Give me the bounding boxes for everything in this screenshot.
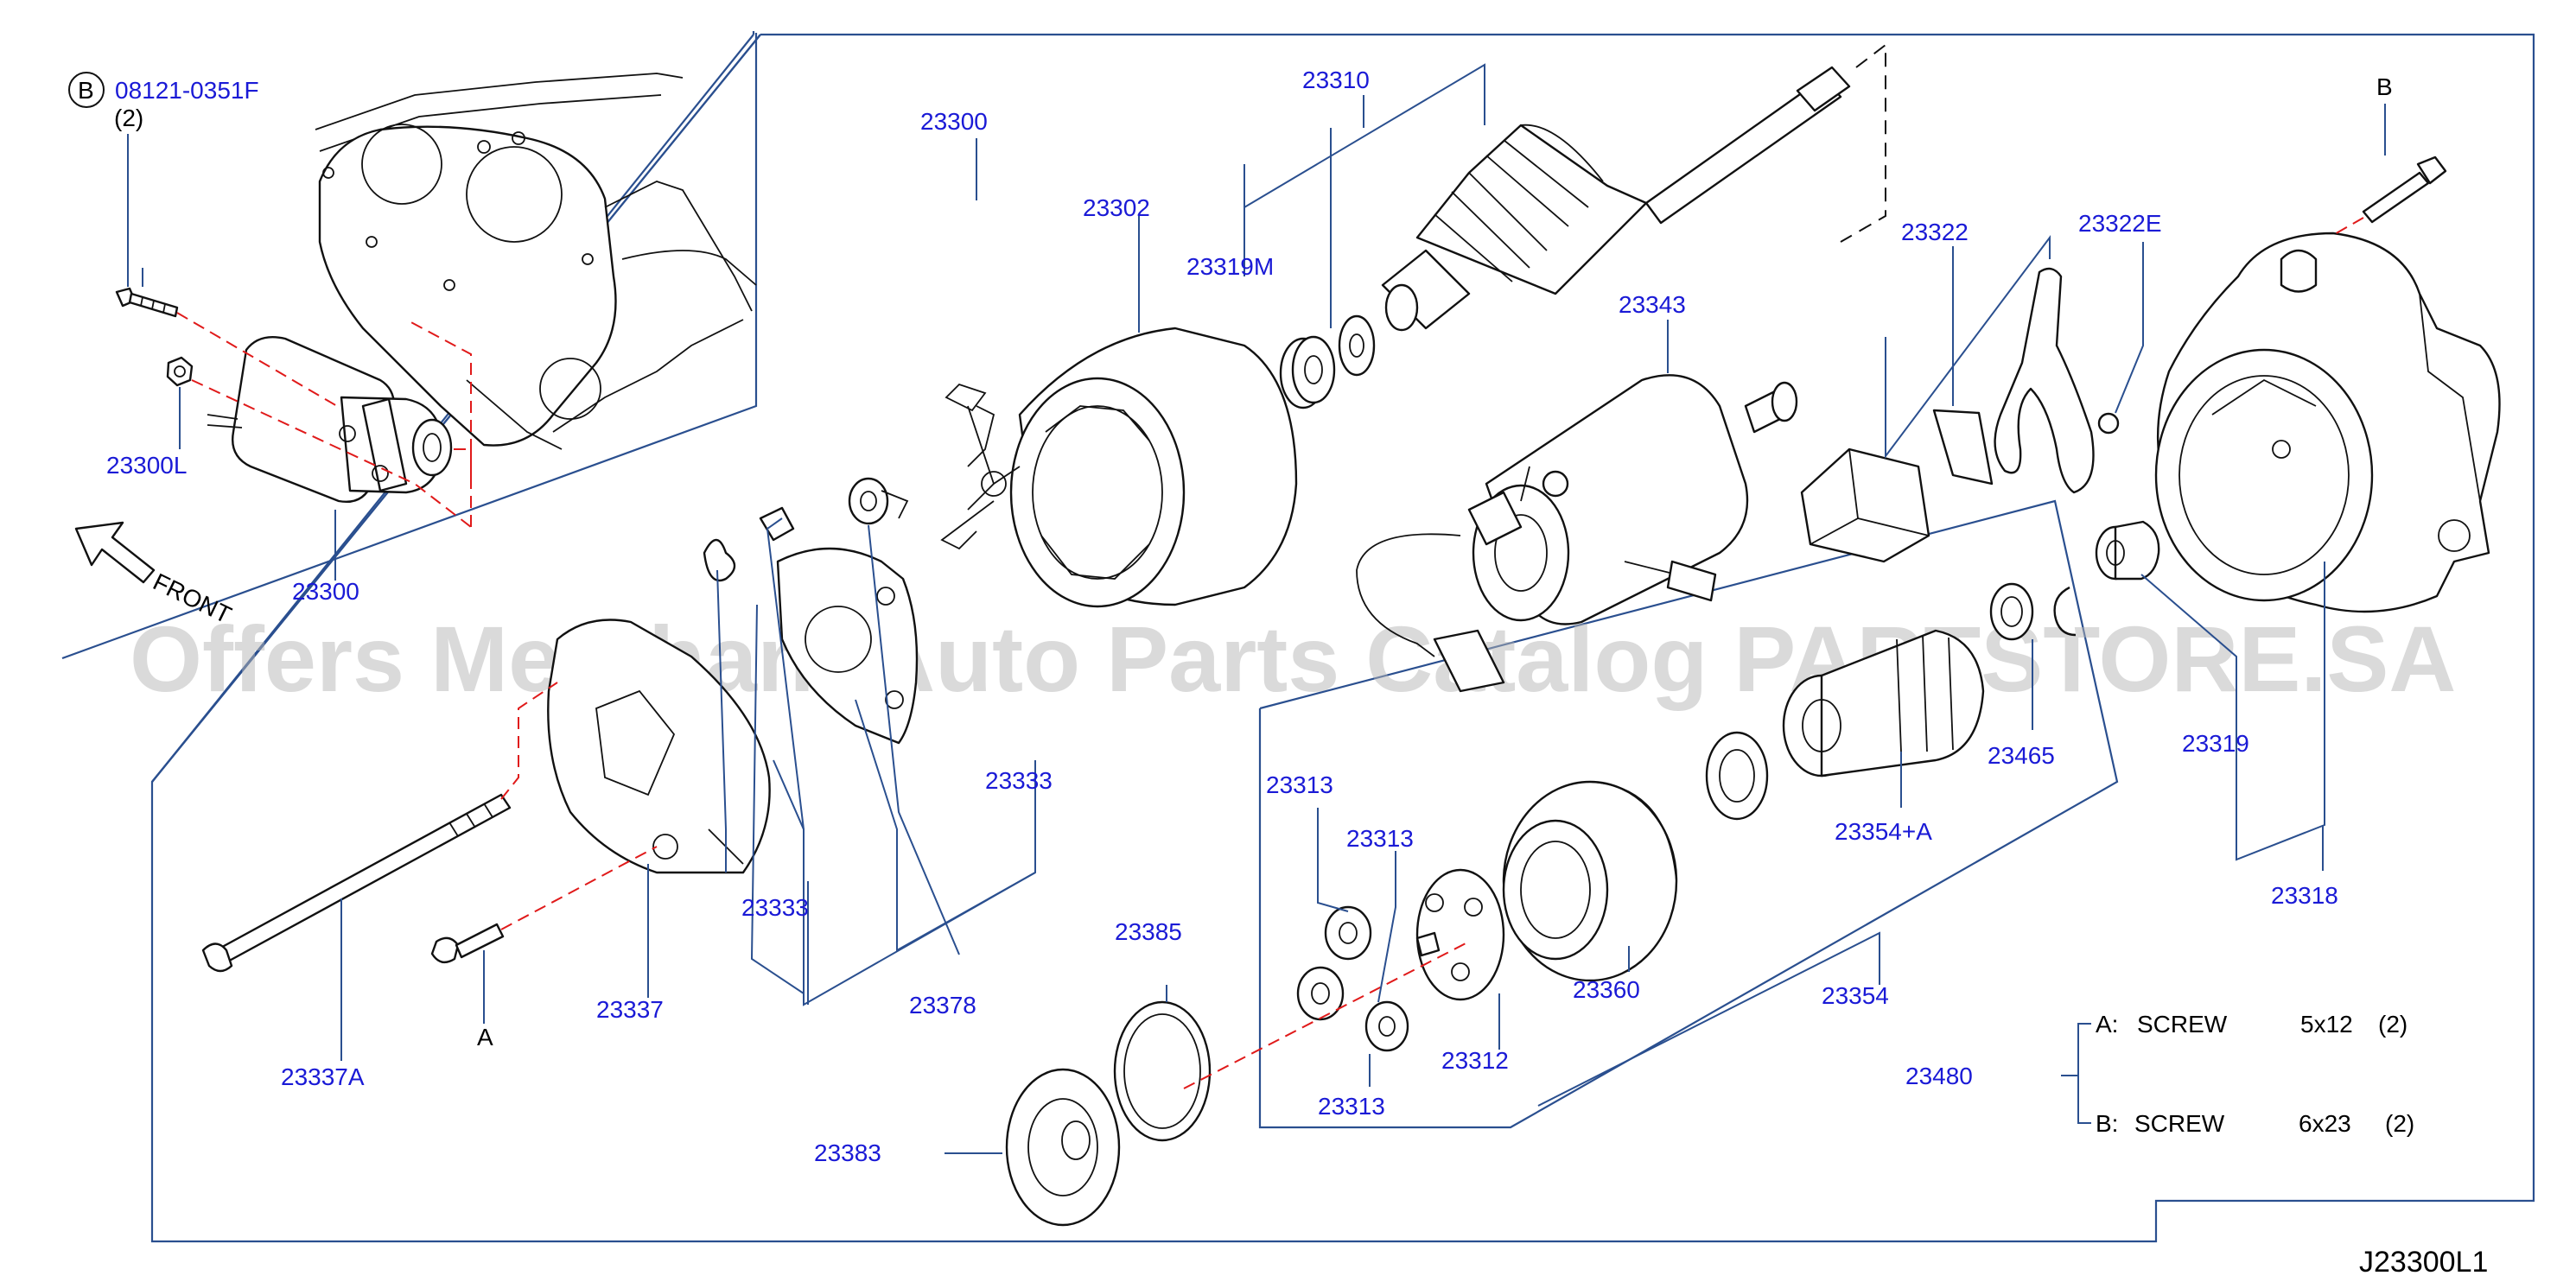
label-23319: 23319 (2182, 730, 2249, 757)
planet-carrier-23312 (1415, 868, 1505, 1001)
seal-23385 (1113, 1000, 1212, 1142)
washer-ring (1705, 731, 1769, 821)
label-23385: 23385 (1115, 918, 1182, 945)
solenoid-lead (1356, 533, 1717, 693)
label-23333-left: 23333 (741, 894, 809, 921)
legend-key: B: (2096, 1110, 2118, 1137)
yoke-lead-wire (940, 383, 995, 550)
install-line (405, 319, 472, 527)
bushing-23319 (2095, 520, 2160, 581)
label-23313-a: 23313 (1266, 771, 1333, 798)
legend: A: SCREW 5x12 (2) B: SCREW 6x23 (2) (2096, 1011, 2414, 1137)
label-23465: 23465 (1988, 742, 2055, 769)
legend-qty: (2) (2378, 1011, 2407, 1038)
inset-bolt (115, 287, 179, 318)
install-line (176, 312, 338, 407)
yoke-23302 (967, 327, 1298, 608)
brush-spring (848, 477, 909, 525)
legend-key: A: (2096, 1011, 2118, 1038)
bearing-23319m (1279, 335, 1336, 409)
label-23378: 23378 (909, 992, 976, 1019)
overrunning-clutch (1782, 629, 1985, 777)
legend-name: SCREW (2134, 1110, 2225, 1137)
brush-plate-23378 (776, 547, 919, 745)
pinion-gear (1296, 966, 1345, 1021)
outer-frame (150, 33, 2535, 1243)
shaft-hidden-line (1840, 42, 1886, 243)
label-23333-right: 23333 (985, 767, 1053, 794)
leader-lines (142, 63, 2325, 1154)
install-line (191, 379, 472, 528)
watermark: Offers Merchant Auto Parts Catalog PARTS… (130, 606, 2456, 711)
stop-ring (1989, 582, 2034, 641)
label-23300-inset: 23300 (292, 578, 359, 605)
label-23354a: 23354+A (1835, 818, 1932, 845)
legend-size: 5x12 (2300, 1011, 2353, 1038)
bolt-part-number: 08121-0351F (115, 77, 259, 104)
label-23360: 23360 (1573, 976, 1640, 1003)
front-arrow-icon (74, 521, 156, 584)
label-23302: 23302 (1083, 194, 1150, 221)
inset-divider (61, 33, 758, 660)
bolt-qty: (2) (114, 105, 143, 131)
screw-a (430, 923, 505, 964)
callout-letter: B (78, 77, 94, 104)
label-23313-b: 23313 (1346, 825, 1414, 852)
label-23310: 23310 (1302, 67, 1370, 93)
gear-housing-23318 (2154, 232, 2501, 613)
diagram-code: J23300L1 (2359, 1246, 2488, 1279)
label-23300-top: 23300 (920, 108, 988, 135)
label-23300l: 23300L (106, 452, 187, 479)
pinion-gear (1364, 1000, 1409, 1052)
marker-b: B (2376, 73, 2393, 100)
starter-assembly-inset (207, 335, 453, 503)
inset-nut (166, 356, 194, 387)
engine-block-sketch (315, 73, 757, 450)
through-bolt-23337a (201, 793, 512, 973)
washer (1338, 314, 1376, 377)
label-23354: 23354 (1822, 982, 1889, 1009)
label-23318: 23318 (2271, 882, 2338, 909)
internal-gear-23360 (1502, 780, 1678, 982)
label-23322e: 23322E (2078, 210, 2162, 237)
snap-ring (2053, 586, 2077, 637)
brush-23333 (759, 506, 795, 542)
label-23312: 23312 (1441, 1047, 1509, 1074)
label-23319m: 23319M (1186, 253, 1274, 280)
armature (1381, 66, 1851, 332)
marker-a: A (477, 1024, 493, 1050)
legend-size: 6x23 (2299, 1110, 2351, 1137)
pinion-gear (1324, 905, 1372, 961)
label-23480: 23480 (1905, 1063, 1973, 1089)
label-23337: 23337 (596, 996, 664, 1023)
legend-name: SCREW (2137, 1011, 2228, 1038)
callout-circle-b (68, 72, 105, 108)
install-line (454, 448, 472, 484)
fork-lever-23322e (1994, 267, 2120, 494)
screw-b (2362, 155, 2447, 224)
solenoid-23343 (1467, 374, 1798, 625)
rear-cover-23337 (547, 619, 771, 874)
brush-holder-23322 (1800, 409, 1994, 563)
cover-23383 (1005, 1068, 1121, 1227)
label-23313-c: 23313 (1318, 1093, 1385, 1120)
label-23337a: 23337A (281, 1063, 365, 1090)
label-23343: 23343 (1619, 291, 1686, 318)
label-23383: 23383 (814, 1139, 881, 1166)
label-23322: 23322 (1901, 219, 1969, 245)
spring-23333 (703, 538, 736, 582)
legend-qty: (2) (2385, 1110, 2414, 1137)
